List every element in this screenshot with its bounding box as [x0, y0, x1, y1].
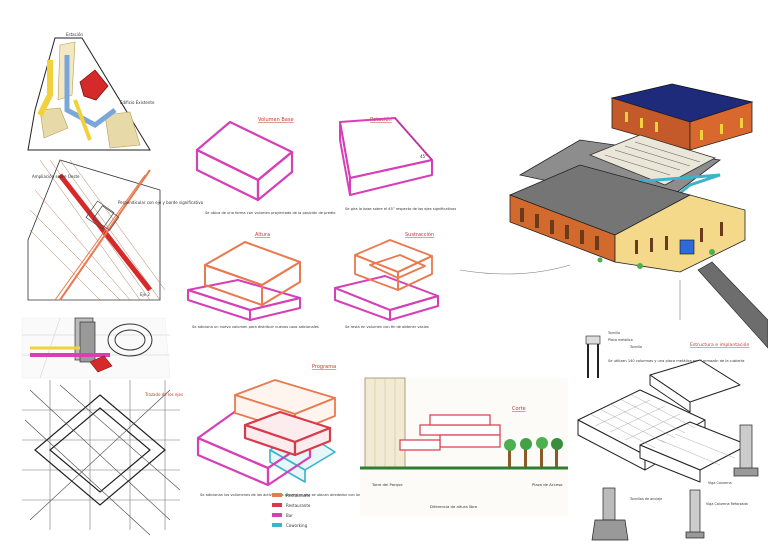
site-plan-label-top: Estación [66, 32, 83, 37]
context-3d-sketch [21, 317, 171, 379]
section-sketch: Corte Torre del Parque Diferencia de alt… [360, 377, 568, 516]
program-caption: Se adicionan los volúmenes de las activi… [200, 493, 410, 497]
massing-rotation-angle: 45° [420, 154, 427, 159]
structure-note: Se utilizan 140 columnas y una placa met… [608, 359, 745, 363]
massing-subtraction-sketch: Sustracción Se resta en volumen con fin … [334, 231, 439, 329]
massing-subtraction-caption: Se resta en volumen con fin de obtener v… [345, 325, 429, 329]
program-title: Programa [312, 364, 336, 370]
grid-sketch-label: Trazado de los ejes [144, 392, 183, 397]
massing-rotation-caption: Se gira la base sobre el 45° respecto de… [345, 207, 456, 211]
column-details: Viga Columna Tornillos de anclaje Viga C… [591, 424, 759, 541]
site-plan-sketch: Estación Edificio Existente [27, 32, 155, 151]
structure-label-column1: Tornillos de anclaje [629, 497, 662, 501]
legend-swatch-3 [272, 513, 282, 517]
section-trees [504, 437, 563, 468]
structure-connector-detail: Tornillo Placa metálica Tornillo [585, 331, 642, 378]
program-sketch: Programa Se adicionan los volúmenes de l… [196, 364, 410, 528]
legend-label-2: Restaurante [286, 503, 311, 508]
section-label-right: Plaza de Acceso [532, 482, 563, 487]
structure-title: Estructura e implantación [690, 341, 749, 348]
structure-label-column2: Viga Columna [708, 481, 732, 485]
massing-height-caption: Se adiciona un nuevo volumen para distri… [192, 325, 319, 329]
axes-label-right: Perpendicular con eje y borde significat… [118, 200, 204, 205]
perspective-render [459, 83, 768, 349]
massing-base-caption: Se ubica de una forma con volumen proyec… [205, 211, 335, 215]
massing-base-sketch: Volumen Base Se ubica de una forma con v… [195, 117, 335, 215]
massing-rotation-sketch: Rotación 45° Se gira la base sobre el 45… [339, 116, 456, 211]
structure-label-top3: Tornillo [629, 345, 642, 349]
legend-swatch-4 [272, 523, 282, 527]
legend-swatch-2 [272, 503, 282, 507]
structure-label-column3: Viga Columna Reforzada [706, 502, 748, 506]
structure-sketch: Estructura e implantación Tornillo Placa… [577, 331, 759, 541]
axes-label-bottom: Eje 2 [140, 292, 150, 297]
program-legend: Restaurante Restaurante Bar Coworking [272, 493, 311, 528]
legend-label-1: Restaurante [286, 493, 311, 498]
massing-height-title: Altura [255, 232, 270, 238]
massing-height-sketch: Altura Se adiciona un nuevo volumen para… [187, 232, 319, 329]
site-plan-label-right: Edificio Existente [120, 100, 155, 105]
structure-label-top2: Placa metálica [608, 338, 633, 342]
legend-label-3: Bar [286, 513, 293, 518]
massing-base-title: Volumen Base [258, 117, 294, 123]
legend-label-4: Coworking [286, 523, 308, 528]
grid-sketch: Trazado de los ejes [22, 380, 183, 536]
axes-sketch: Ampliación sobre Oeste Perpendicular con… [27, 159, 204, 301]
section-label-center: Diferencia de altura libre [430, 504, 478, 509]
structure-label-top1: Tornillo [607, 331, 620, 335]
section-label-left: Torre del Parque [371, 482, 403, 487]
legend-swatch-1 [272, 493, 282, 497]
axes-label-left: Ampliación sobre Oeste [32, 174, 80, 179]
section-title: Corte [512, 406, 526, 412]
massing-subtraction-title: Sustracción [405, 231, 434, 238]
